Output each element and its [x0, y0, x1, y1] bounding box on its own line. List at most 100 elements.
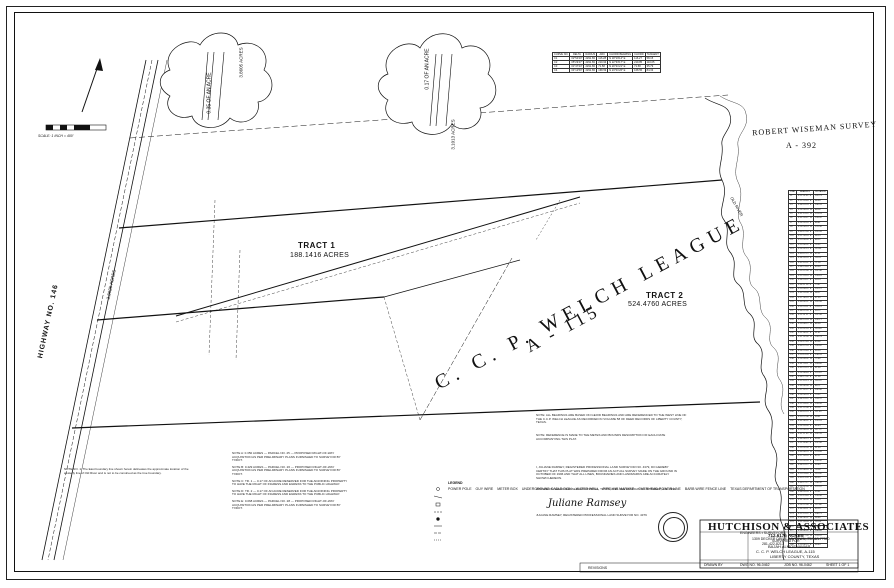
line_table-cell: 144.23' [812, 335, 828, 341]
company-name: HUTCHISON & ASSOCIATES [708, 521, 870, 533]
line_table-cell: 72.48' [812, 357, 828, 363]
line_table-cell: S 36°44'19" E [795, 436, 814, 443]
line_table-cell: S 21°00'07" E [795, 330, 814, 337]
line_table-cell: S 18°34'14" W [795, 225, 814, 231]
line_table-cell: 98.27' [812, 291, 828, 297]
line_table-cell: S 04°36'07" W [795, 516, 814, 522]
line_table-cell: S 18°49'02" W [795, 357, 814, 363]
legend-title: LEGEND [448, 481, 463, 485]
line_table-cell: 69.28' [812, 405, 828, 412]
surveyor-signature: Juliane Ramsey [548, 498, 627, 509]
witness-text: WITNESS BY HAND AND SEAL AT DAYTONA, TEX… [536, 487, 677, 491]
detail-acres-label-4: 3.1013 ACRES [450, 119, 456, 150]
line_table-cell: S 16°12'49" W [795, 339, 814, 346]
line_table-cell: 138.24' [812, 352, 828, 359]
note-reference: NOTE: REFERENCE IS MADE TO THE METES AND… [536, 433, 666, 441]
line_table-cell: S 01°33'11" W [795, 361, 814, 368]
line_table-cell: S 05°40'58" W [795, 383, 814, 390]
line_table-cell: S 30°15'28" E [795, 476, 814, 482]
line_table-cell: 119.63' [812, 326, 828, 333]
line_table-cell: 96.39' [812, 198, 828, 205]
detail-acres-label-1: 0.35 OF AN ACRE [206, 72, 213, 114]
line_table-cell: 88.22' [812, 238, 828, 244]
line_table-cell: S 19°20'34" W [795, 445, 814, 452]
line_table-cell: S 03°08'29" W [795, 449, 814, 456]
scale-bar-icon [45, 124, 107, 131]
line_table-cell: 125.14' [812, 304, 828, 311]
line_table-cell: S 08°27'02" E [795, 375, 814, 381]
line_table-cell: 64.91' [812, 436, 828, 443]
line_table-cell: 82.17' [812, 454, 828, 460]
line_table-cell: 97.38' [812, 375, 828, 381]
line_table-cell: 116.15' [812, 379, 828, 385]
line_table-cell: S 23°56'32" E [795, 242, 814, 249]
line_table-cell: 108.32' [812, 480, 828, 487]
line_table-cell: S 14°42'15" E [795, 247, 814, 253]
line_table-cell: 106.64' [812, 529, 828, 535]
line_table-cell: 83.56' [812, 339, 828, 346]
curve_table-header-cell: CHORD BEARING [607, 52, 634, 57]
line_table-cell: 103.37' [812, 397, 828, 403]
line_table-cell: 145.42' [812, 458, 828, 465]
legend-item: POWER POLE [448, 487, 472, 491]
curve_table-cell: 84.33 [644, 68, 661, 73]
line_table-cell: S 34°09'11" E [795, 507, 814, 513]
line_table-cell: S 06°01'12" W [795, 463, 814, 469]
line_table-cell: S 26°40'52" E [795, 529, 814, 535]
line_table-cell: 123.68' [812, 449, 828, 456]
curve_table-cell: 2291.83 [583, 68, 598, 73]
line_table-cell: S 17°52'27" E [795, 388, 814, 394]
curve_table-header-cell: CHORD [632, 52, 646, 57]
line_table-cell: 107.40' [812, 269, 828, 275]
line_table-cell: S 02°22'48" W [795, 538, 814, 544]
project-desc: SURVEYED FOR [772, 539, 800, 543]
line_table-cell: S 23°48'55" W [795, 467, 814, 474]
line_table-cell: 131.18' [812, 419, 828, 425]
line_table-cell: 132.17' [812, 317, 828, 324]
line_table-cell: S 09°16'25" E [795, 410, 814, 416]
line_table-cell: S 19°46'21" E [795, 542, 814, 548]
line_table-cell: 61.04' [812, 366, 828, 372]
line_table-cell: S 02°59'47" W [795, 216, 814, 222]
line_table-cell: 135.42' [812, 216, 828, 222]
line_table-cell: S 13°52'18" E [795, 326, 814, 333]
line_table-cell: S 10°14'35" E [795, 352, 814, 359]
line_table-cell: 114.09' [812, 471, 828, 478]
company-address: 1309 DECKER DRIVE BAYTOWN, TEXAS 77520 [752, 537, 830, 541]
sheet-inner-border [14, 12, 874, 572]
line_table-cell: 101.75' [812, 194, 828, 200]
line_table-cell: 93.61' [812, 489, 828, 496]
line_table-cell: 76.26' [812, 467, 828, 474]
old-river-bank [719, 95, 785, 415]
line_table-cell: S 05°27'17" W [795, 480, 814, 487]
